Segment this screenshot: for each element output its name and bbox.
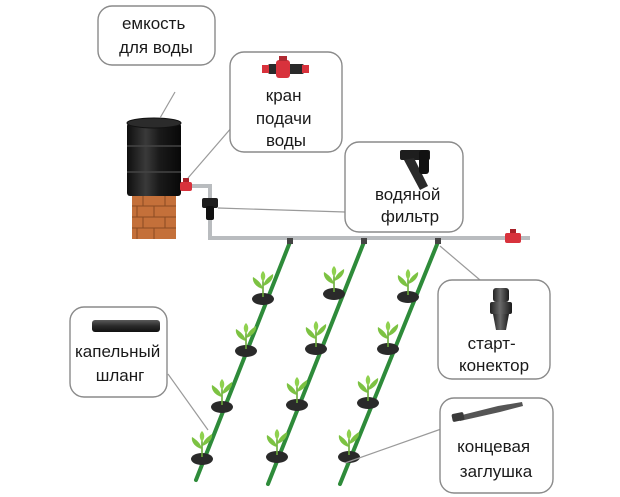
svg-text:кран подачи воды: кран подачи воды — [256, 86, 316, 150]
barrel-icon — [126, 117, 182, 196]
water-tank-line2: для воды — [119, 38, 193, 57]
water-filter-line2: фильтр — [381, 207, 439, 226]
water-valve-line3: воды — [266, 131, 306, 150]
water-tank-line1: емкость — [122, 14, 186, 33]
end-cap-icon — [451, 402, 523, 422]
filter-icon — [400, 150, 430, 190]
start-connectors — [287, 238, 441, 244]
callout-end-cap: концевая заглушка — [439, 397, 554, 494]
end-valve-icon — [505, 229, 530, 243]
hose-icon — [92, 320, 160, 332]
filter-icon — [202, 198, 218, 220]
brick-stand-icon — [132, 195, 176, 239]
end-cap-line1: концевая — [457, 437, 530, 456]
water-valve-line2: подачи — [256, 109, 312, 128]
callout-drip-hose: капельный шланг — [69, 306, 168, 398]
water-valve-line1: кран — [266, 86, 302, 105]
valve-icon — [180, 178, 192, 191]
supply-pipes — [192, 184, 505, 240]
svg-text:капельный шланг: капельный шланг — [75, 342, 165, 385]
svg-text:старт- конектор: старт- конектор — [459, 334, 529, 375]
callout-start-connector: старт- конектор — [437, 279, 551, 380]
water-filter-line1: водяной — [375, 185, 440, 204]
callout-water-filter: водяной фильтр — [344, 141, 464, 233]
end-cap-line2: заглушка — [460, 462, 533, 481]
callout-water-valve: кран подачи воды — [229, 51, 343, 153]
drip-hose-line2: шланг — [96, 366, 145, 385]
start-connector-line2: конектор — [459, 356, 529, 375]
callout-water-tank: емкость для воды — [97, 5, 216, 66]
start-connector-line1: старт- — [468, 334, 516, 353]
connector-icon — [490, 288, 512, 330]
drip-lines — [194, 240, 440, 486]
valve-icon — [262, 56, 309, 78]
drip-hose-line1: капельный — [75, 342, 160, 361]
leader-lines — [159, 91, 481, 464]
plants — [190, 265, 420, 466]
svg-text:емкость для воды: емкость для воды — [119, 14, 193, 57]
svg-text:водяной фильтр: водяной фильтр — [375, 185, 445, 226]
svg-text:концевая заглушка: концевая заглушка — [457, 437, 535, 481]
